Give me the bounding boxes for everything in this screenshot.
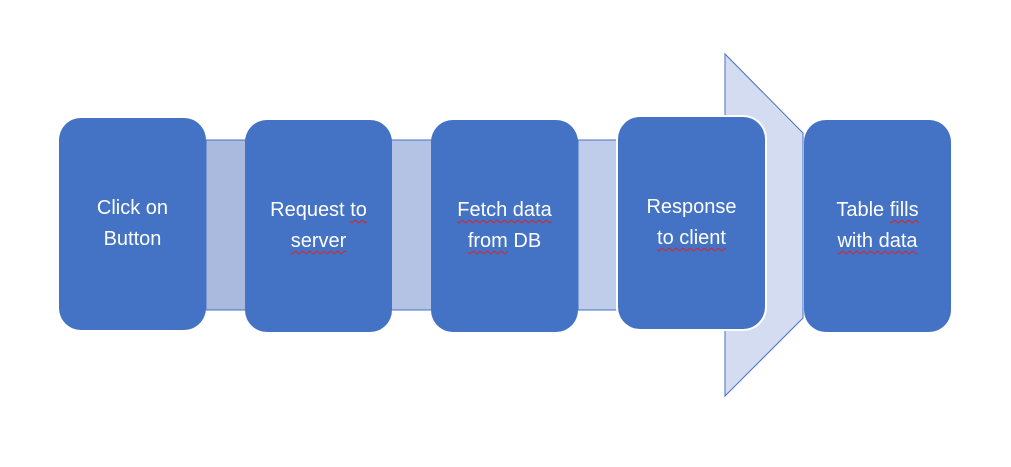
spelling-flag: with data — [837, 230, 918, 252]
step-label-line-group: with data — [836, 226, 918, 257]
step-label-line-group: Request to — [270, 195, 367, 226]
step-label-line-group: to client — [646, 223, 736, 254]
step-label-line: Click on — [96, 197, 169, 219]
step-label-word: Table — [836, 199, 890, 221]
step-label: Response to client — [646, 192, 736, 254]
spelling-flag: fills — [889, 199, 919, 221]
step-label-line-group: Table fills — [836, 195, 918, 226]
spelling-flag: to client — [657, 227, 726, 249]
step-label: Fetch data from DB — [457, 195, 552, 257]
step-table-fills-with-data: Table fills with data — [804, 120, 951, 332]
step-label-line-group: Fetch data — [457, 195, 552, 226]
step-click-on-button: Click on Button — [59, 118, 206, 330]
connector-1 — [205, 139, 247, 311]
connector-3 — [577, 139, 621, 311]
step-label-word: Response — [646, 196, 737, 218]
step-label-line-group: Response — [646, 192, 736, 223]
step-request-to-server: Request to server — [245, 120, 392, 332]
spelling-flag: to — [350, 199, 367, 221]
step-label: Request to server — [270, 195, 367, 257]
step-label-word: DB — [507, 230, 542, 252]
connector-2 — [390, 139, 433, 311]
step-label-word: Request — [270, 199, 351, 221]
spelling-flag: server — [290, 230, 347, 252]
step-label-line: Button — [103, 228, 162, 250]
step-label-line-group: from DB — [457, 226, 552, 257]
step-label: Click on Button — [97, 193, 168, 255]
step-label: Table fills with data — [836, 195, 918, 257]
step-fetch-data-from-db: Fetch data from DB — [431, 120, 578, 332]
spelling-flag: from — [467, 230, 508, 252]
step-response-to-client: Response to client — [618, 117, 765, 329]
step-label-line-group: server — [270, 226, 367, 257]
spelling-flag: Fetch data — [457, 199, 552, 221]
